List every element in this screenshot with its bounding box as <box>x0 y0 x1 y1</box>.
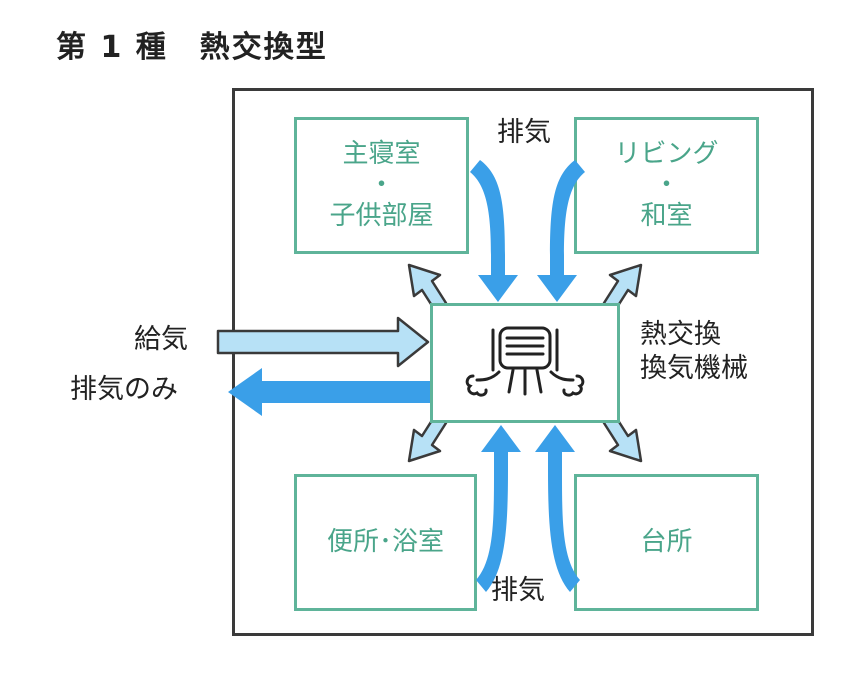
room-label-line: 主寝室 <box>342 138 421 169</box>
exhaust-arrow-bottom-right <box>535 425 580 592</box>
room-label-dot: ・ <box>368 169 395 200</box>
label-supply: 給気 <box>134 324 188 355</box>
label-machine: 熱交換 換気機械 <box>640 318 748 386</box>
room-bedroom-kids: 主寝室 ・ 子供部屋 <box>294 117 469 254</box>
heat-exchanger-machine <box>430 303 620 423</box>
label-exhaust-bottom: 排気 <box>491 575 545 606</box>
room-label-dot: ・ <box>653 169 680 200</box>
room-label-line: 子供部屋 <box>329 201 434 232</box>
exhaust-arrow-top-left <box>470 160 518 302</box>
exhaust-arrow-top-right <box>537 160 585 302</box>
room-label-line: 便所･浴室 <box>326 527 444 557</box>
exhaust-arrow-bottom-left <box>476 425 521 592</box>
supply-arrow-to-bottom-right <box>602 412 643 463</box>
room-toilet-bath: 便所･浴室 <box>294 474 477 611</box>
room-label-line: 和室 <box>640 201 693 232</box>
supply-arrow-to-top-right <box>602 263 643 314</box>
heat-exchanger-icon <box>465 326 585 397</box>
supply-arrow-to-bottom-left <box>407 412 448 463</box>
exhaust-arrow-outdoor <box>228 368 430 416</box>
supply-arrow-to-top-left <box>407 263 448 314</box>
room-label-line: リビング <box>614 138 719 169</box>
supply-arrow-outdoor <box>216 316 430 368</box>
label-exhaust-only: 排気のみ <box>70 374 178 405</box>
label-machine-line1: 熱交換 <box>640 319 721 350</box>
label-exhaust-top: 排気 <box>497 117 551 148</box>
room-living-japanese: リビング ・ 和室 <box>574 117 759 254</box>
diagram-title: 第 1 種 熱交換型 <box>56 30 328 65</box>
label-machine-line2: 換気機械 <box>640 352 748 384</box>
room-label-line: 台所 <box>640 527 693 557</box>
room-kitchen: 台所 <box>574 474 759 611</box>
